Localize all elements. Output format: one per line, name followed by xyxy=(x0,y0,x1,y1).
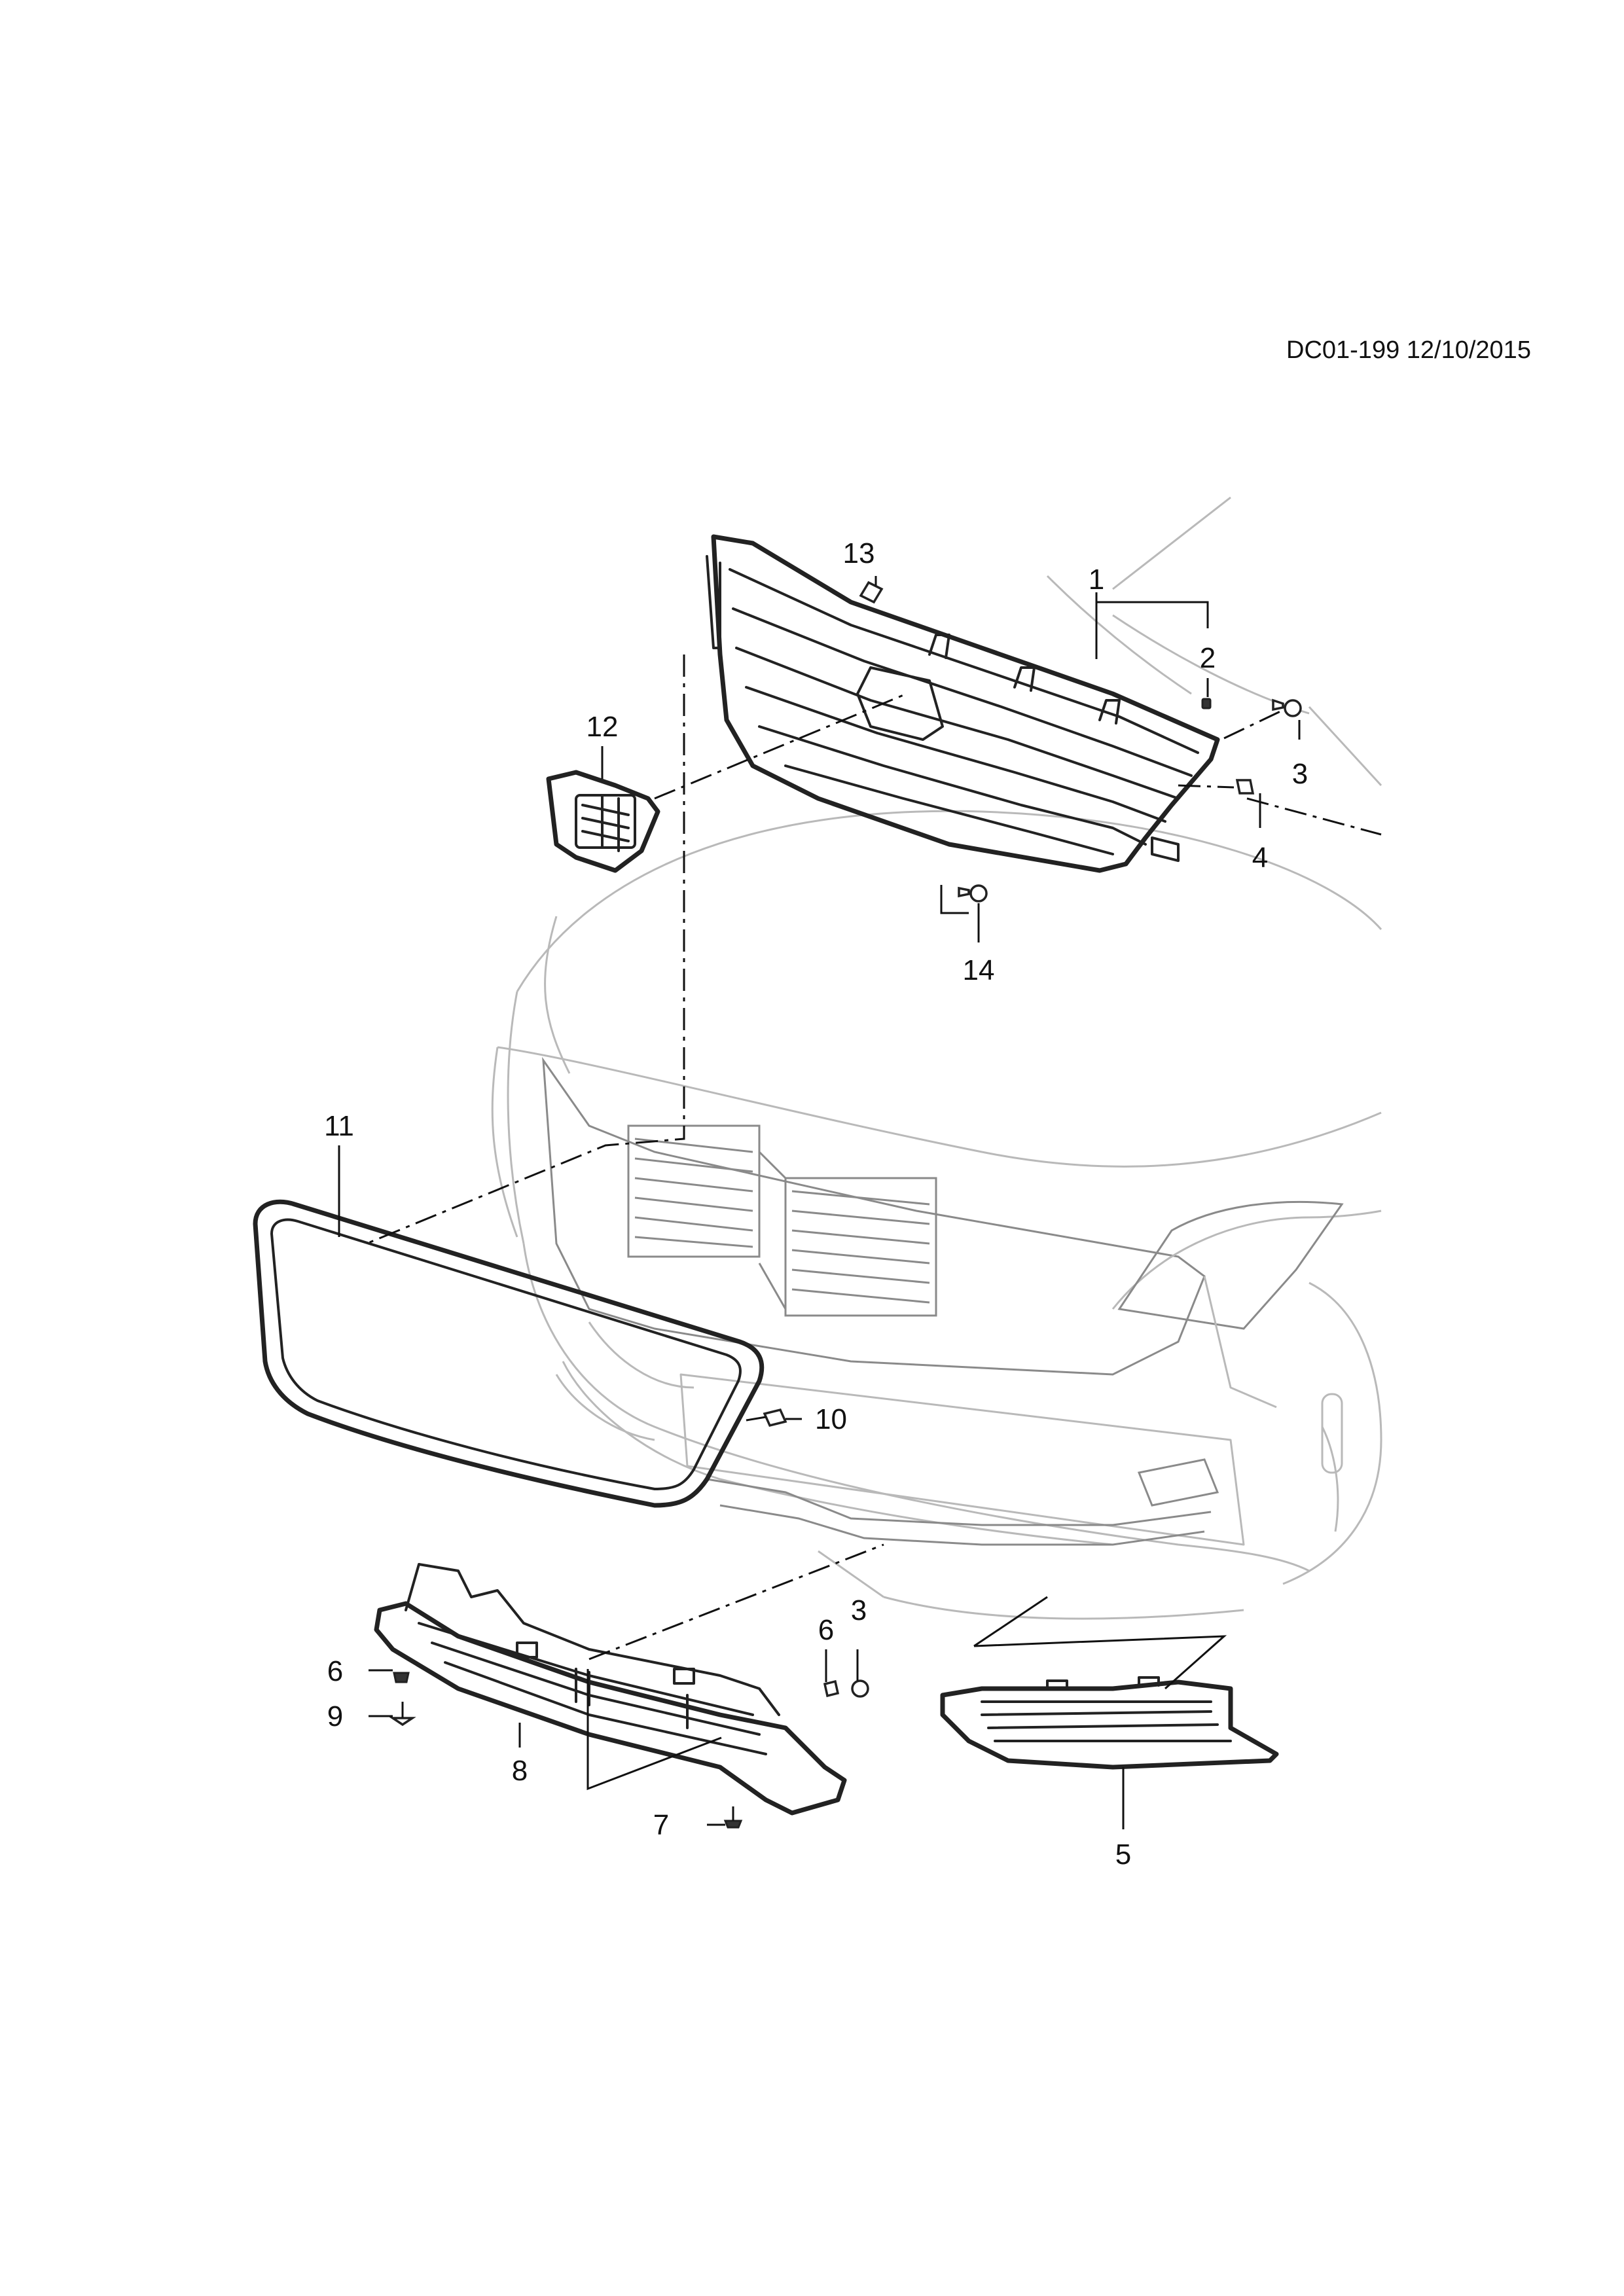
bolt-3-lower xyxy=(851,1679,869,1698)
clip-6-left xyxy=(393,1672,410,1683)
callout-4: 4 xyxy=(1252,842,1268,874)
grille-surround-molding xyxy=(253,1199,765,1508)
clip-10 xyxy=(763,1408,787,1427)
bolt-13 xyxy=(859,581,884,604)
alignment-lines xyxy=(366,655,1382,1660)
callout-13: 13 xyxy=(843,537,875,569)
callout-5: 5 xyxy=(1115,1839,1131,1871)
vehicle-front-body xyxy=(491,496,1382,1620)
clip-4 xyxy=(1235,779,1255,795)
clip-2 xyxy=(1201,698,1212,709)
callout-labels: 13 1 2 3 4 14 12 11 10 6 9 8 7 6 3 5 xyxy=(324,537,1308,1871)
callout-8: 8 xyxy=(512,1755,528,1787)
callout-2: 2 xyxy=(1200,642,1216,674)
callout-6-left: 6 xyxy=(327,1655,343,1687)
callout-12: 12 xyxy=(586,711,619,743)
grille-emblem xyxy=(546,770,660,873)
callout-6-right: 6 xyxy=(818,1614,834,1646)
lower-grille-center xyxy=(374,1563,847,1816)
callout-1: 1 xyxy=(1089,564,1104,596)
lower-grille-side-insert xyxy=(940,1676,1279,1770)
callout-3-lower: 3 xyxy=(851,1594,867,1626)
clip-7 xyxy=(723,1820,743,1829)
bolt-3-upper xyxy=(1284,699,1302,717)
callout-14: 14 xyxy=(963,954,995,986)
clip-6-right xyxy=(823,1679,840,1698)
callout-9: 9 xyxy=(327,1700,343,1732)
callout-3-upper: 3 xyxy=(1292,758,1308,790)
callout-11: 11 xyxy=(324,1110,354,1142)
leader-lines xyxy=(338,576,1301,1829)
callout-10: 10 xyxy=(815,1403,847,1435)
document-id: DC01-199 12/10/2015 xyxy=(1286,336,1531,364)
fasteners xyxy=(389,581,1302,1829)
callout-7: 7 xyxy=(653,1809,669,1841)
bolt-14 xyxy=(969,884,988,903)
screw-9 xyxy=(389,1717,416,1727)
upper-grille-assembly xyxy=(706,534,1220,873)
